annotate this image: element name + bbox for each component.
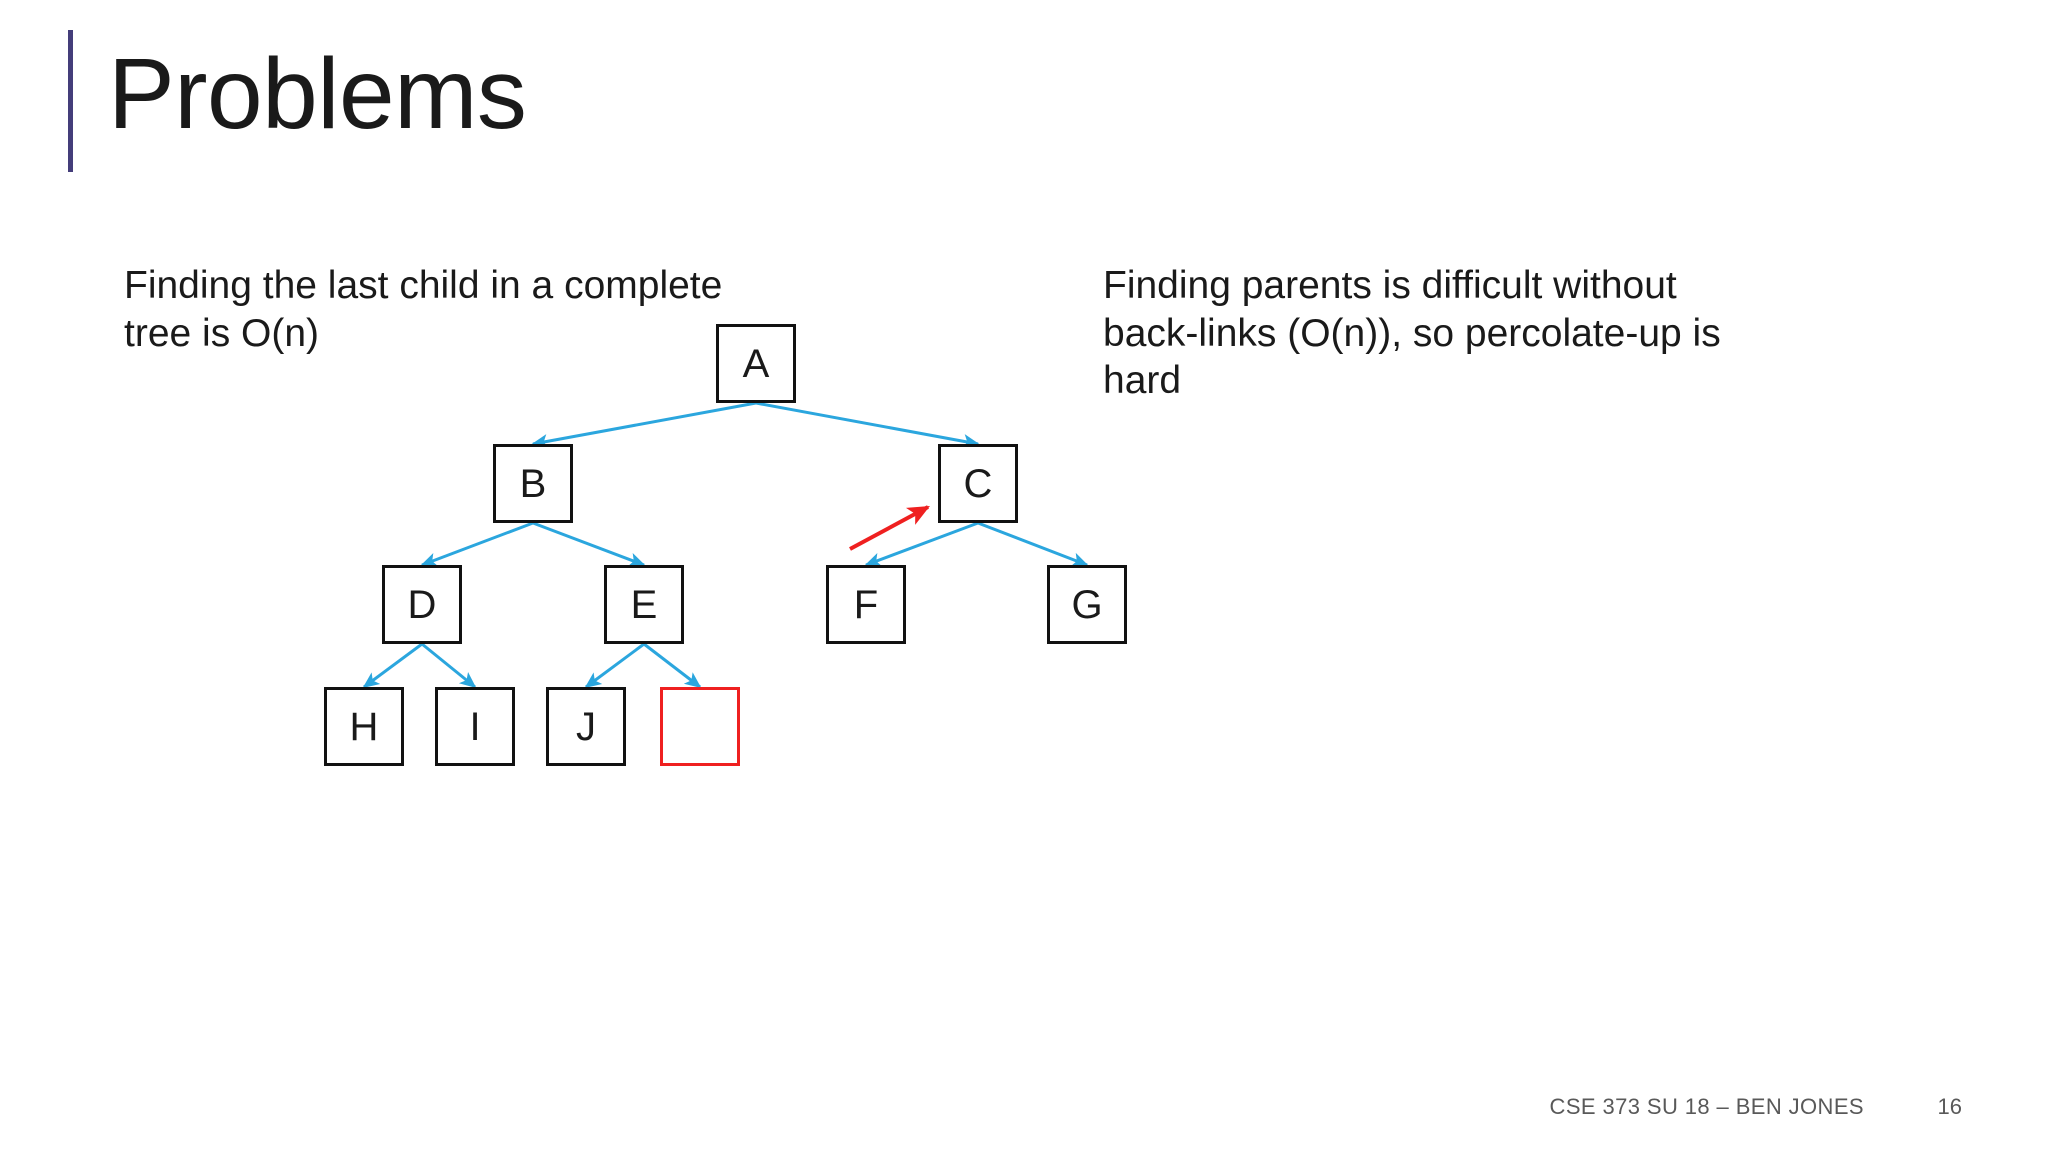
tree-edge: [420, 521, 534, 567]
tree-node-empty: [660, 687, 740, 766]
body-text-left: Finding the last child in a complete tre…: [124, 264, 723, 355]
title-accent-bar: [68, 30, 73, 172]
tree-node-label: H: [349, 704, 379, 749]
tree-node-f: F: [826, 565, 906, 644]
page-title: Problems: [108, 38, 527, 150]
tree-node-i: I: [435, 687, 515, 766]
tree-edge: [421, 642, 477, 689]
tree-node-label: I: [469, 704, 481, 749]
tree-node-e: E: [604, 565, 684, 644]
tree-node-label: J: [576, 704, 596, 749]
tree-node-label: B: [519, 461, 547, 506]
tree-edge: [531, 401, 757, 449]
body-text-right: Finding parents is difficult without bac…: [1103, 264, 1721, 403]
tree-edge: [362, 642, 423, 689]
tree-edge: [755, 401, 980, 449]
tree-node-label: C: [963, 461, 993, 506]
tree-node-c: C: [938, 444, 1018, 523]
tree-node-g: G: [1047, 565, 1127, 644]
footer-course-label: CSE 373 SU 18 – BEN JONES: [1549, 1094, 1864, 1119]
tree-node-label: F: [853, 582, 879, 627]
tree-edge: [864, 521, 979, 567]
tree-node-h: H: [324, 687, 404, 766]
tree-node-label: D: [407, 582, 437, 627]
red-backlink-arrow: [849, 505, 930, 551]
footer-page-number: 16: [1937, 1094, 1962, 1119]
tree-node-a: A: [716, 324, 796, 403]
tree-edge: [977, 521, 1089, 567]
tree-node-b: B: [493, 444, 573, 523]
tree-node-label: E: [630, 582, 658, 627]
tree-node-d: D: [382, 565, 462, 644]
tree-edge: [643, 642, 702, 689]
tree-node-label: A: [742, 341, 770, 386]
tree-edge: [532, 521, 646, 567]
tree-node-label: G: [1071, 582, 1103, 627]
tree-node-j: J: [546, 687, 626, 766]
tree-edge: [584, 642, 645, 689]
